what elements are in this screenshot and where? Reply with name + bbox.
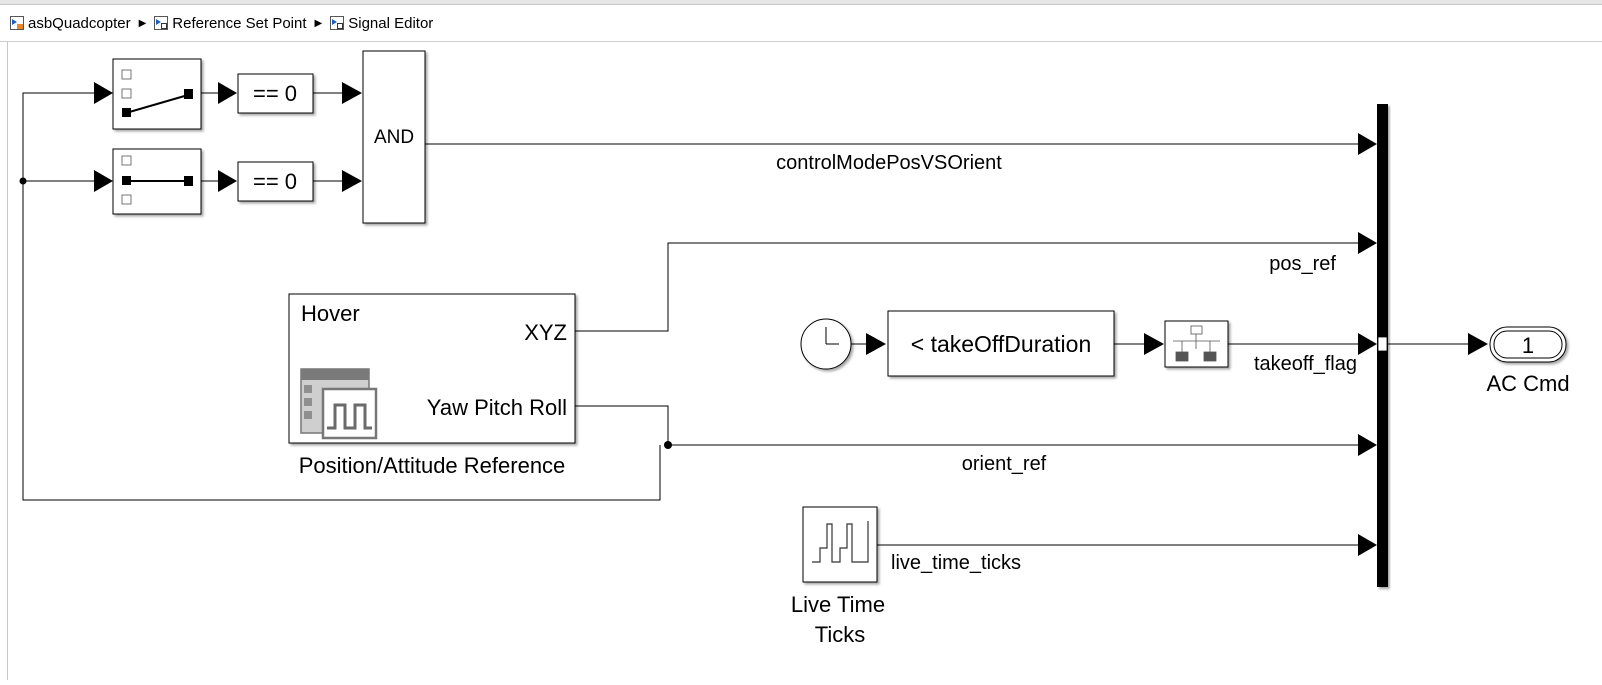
breadcrumb-label: Signal Editor xyxy=(348,14,434,32)
port-label-xyz: XYZ xyxy=(524,320,567,345)
signal-label-live-time-ticks[interactable]: live_time_ticks xyxy=(891,552,1021,574)
arrowheads xyxy=(94,82,1488,556)
compare-label: == 0 xyxy=(253,169,297,194)
port-label-ypr: Yaw Pitch Roll xyxy=(427,395,567,420)
block-name-line-2: Ticks xyxy=(815,622,866,647)
bus-creator-block[interactable] xyxy=(1377,104,1388,587)
conversion-icon xyxy=(1173,325,1220,362)
subsystem-icon xyxy=(330,16,345,30)
model-canvas[interactable]: == 0 == 0 AND Hover XYZ Yaw Pitch Roll P… xyxy=(0,42,1602,680)
staircase-icon xyxy=(812,521,869,563)
signal-line-pos-ref[interactable] xyxy=(575,242,1362,332)
clock-block[interactable] xyxy=(800,318,852,370)
compare-to-zero-block-2[interactable]: == 0 xyxy=(237,161,314,202)
breadcrumb-item-signal-editor[interactable]: Signal Editor xyxy=(330,15,433,32)
scenario-label: Hover xyxy=(301,301,360,326)
compare-label: == 0 xyxy=(253,81,297,106)
signal-label-pos-ref[interactable]: pos_ref xyxy=(1269,253,1336,275)
window-top-strip xyxy=(0,0,1602,5)
breadcrumb-item-model[interactable]: asbQuadcopter xyxy=(10,15,131,32)
signal-label-orient-ref[interactable]: orient_ref xyxy=(962,453,1047,475)
breadcrumb-label: Reference Set Point xyxy=(172,14,307,32)
signal-lines xyxy=(22,92,1469,546)
subsystem-icon xyxy=(154,16,169,30)
branch-point xyxy=(664,441,672,449)
chevron-right-icon: ▶ xyxy=(314,17,323,29)
block-name: Position/Attitude Reference xyxy=(299,453,566,478)
bus-handle[interactable] xyxy=(1377,336,1388,352)
block-name-line-1: Live Time xyxy=(791,592,885,617)
live-time-ticks-block[interactable]: Live Time Ticks xyxy=(791,506,885,647)
signal-label-takeoff-flag[interactable]: takeoff_flag xyxy=(1254,353,1357,375)
selector-block-1[interactable] xyxy=(112,58,202,130)
breadcrumb-label: asbQuadcopter xyxy=(28,14,131,32)
outport-name: AC Cmd xyxy=(1486,371,1569,396)
and-label: AND xyxy=(374,127,414,148)
logical-and-block[interactable]: AND xyxy=(362,50,426,224)
canvas-left-border xyxy=(7,42,8,680)
outport-number: 1 xyxy=(1522,333,1534,358)
model-icon xyxy=(10,16,24,30)
relational-operator-block[interactable]: < takeOffDuration xyxy=(887,310,1115,377)
breadcrumb-item-reference-set-point[interactable]: Reference Set Point xyxy=(154,14,307,32)
signal-label-control-mode[interactable]: controlModePosVSOrient xyxy=(776,152,1002,174)
feedback-line[interactable] xyxy=(22,92,661,501)
chevron-right-icon: ▶ xyxy=(138,17,147,29)
outport-block[interactable]: 1 AC Cmd xyxy=(1486,326,1570,396)
branch-point xyxy=(19,177,27,185)
data-type-conversion-block[interactable] xyxy=(1164,320,1229,368)
relational-label: < takeOffDuration xyxy=(911,331,1092,357)
breadcrumb: asbQuadcopter ▶ Reference Set Point ▶ Si… xyxy=(0,5,1602,42)
signal-editor-block[interactable]: Hover XYZ Yaw Pitch Roll Position/Attitu… xyxy=(288,293,576,478)
compare-to-zero-block-1[interactable]: == 0 xyxy=(237,73,314,114)
selector-block-2[interactable] xyxy=(112,148,202,215)
signal-line-orient-ref[interactable] xyxy=(575,405,1362,446)
signal-editor-icon xyxy=(300,368,378,440)
